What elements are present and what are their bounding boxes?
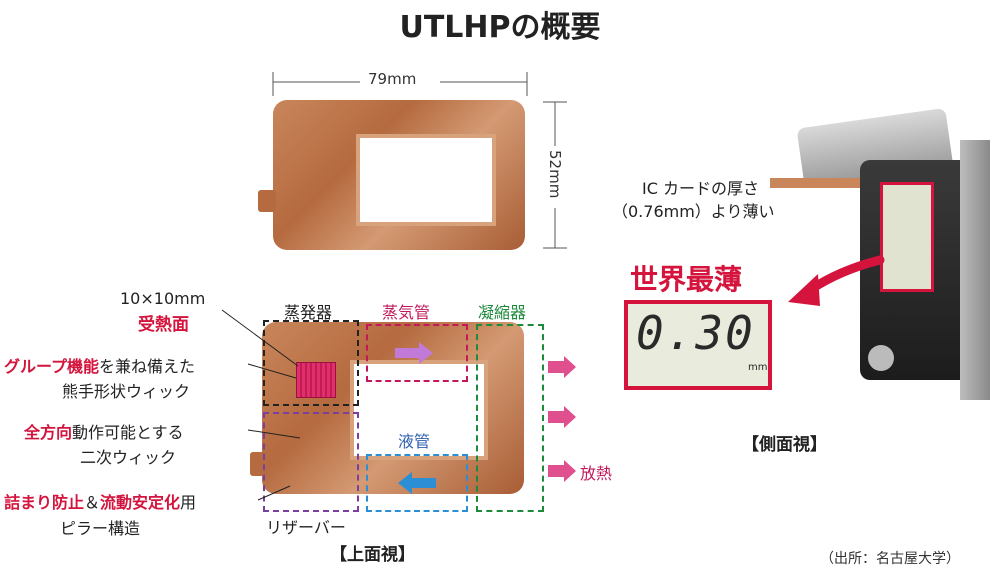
secondary-wick-line2: 二次ウィック <box>80 448 177 467</box>
display-unit: mm <box>748 362 768 373</box>
ic-card-note-line2: （0.76mm）より薄い <box>612 202 775 221</box>
height-label: 52mm <box>546 150 564 199</box>
reservoir-box <box>263 412 359 512</box>
pillar-red-1: 詰まり防止 <box>4 493 85 512</box>
enlarged-display <box>624 300 772 390</box>
vapor-pipe-box <box>366 324 468 382</box>
condenser-label: 凝縮器 <box>478 303 527 322</box>
page-title: UTLHPの概要 <box>399 10 601 45</box>
heat-receive-size: 10×10mm <box>120 289 206 308</box>
condenser-box <box>476 324 544 512</box>
heat-release-arrow-icon <box>548 460 576 482</box>
liquid-pipe-label: 液管 <box>398 432 431 451</box>
top-view-caption: 【上面視】 <box>330 545 415 565</box>
curved-arrow-icon <box>788 255 885 306</box>
liquid-pipe-box <box>366 454 468 512</box>
secondary-wick-rest: 動作可能とする <box>72 423 184 442</box>
ic-card-note-line1: IC カードの厚さ <box>642 179 759 198</box>
evaporator-box <box>263 320 359 406</box>
caliper-beam <box>960 140 990 400</box>
height-dimension-line <box>543 101 567 249</box>
reservoir-label: リザーバー <box>266 518 346 537</box>
evaporator-label: 蒸発器 <box>284 303 333 322</box>
heatpipe-edge <box>770 178 860 188</box>
vapor-flow-arrow-icon <box>395 342 433 364</box>
side-view-caption: 【側面視】 <box>742 435 827 455</box>
display-reading: 0.30 <box>636 306 755 360</box>
width-dimension-line <box>272 72 528 96</box>
pillar-rest: 用 <box>180 493 197 512</box>
wick-annotation-rest: を兼ね備えた <box>99 357 196 376</box>
liquid-flow-arrow-icon <box>398 472 436 494</box>
heat-release-arrow-icon <box>548 406 576 428</box>
pillar-red-2: 流動安定化 <box>100 493 181 512</box>
secondary-wick-red: 全方向 <box>24 423 73 442</box>
world-thinnest-label: 世界最薄 <box>630 263 743 296</box>
secondary-wick-line1: 全方向動作可能とする <box>24 419 184 443</box>
diagram-photo-tab <box>250 452 266 476</box>
pillar-annotation-line1: 詰まり防止＆流動安定化用 <box>4 489 196 513</box>
heat-release-label: 放熱 <box>580 464 613 483</box>
top-photo-window <box>356 134 496 226</box>
heat-receive-label: 受熱面 <box>138 315 189 335</box>
wick-annotation-line1: グループ機能を兼ね備えた <box>4 353 195 377</box>
top-photo-tab <box>258 190 276 212</box>
heat-receive-pad <box>296 362 336 398</box>
heat-release-arrow-icon <box>548 356 576 378</box>
credit: （出所：名古屋大学） <box>820 551 960 567</box>
caliper-thumbwheel <box>868 345 894 371</box>
vapor-pipe-label: 蒸気管 <box>382 303 431 322</box>
wick-annotation-line2: 熊手形状ウィック <box>62 382 191 401</box>
pillar-annotation-line2: ピラー構造 <box>60 519 141 538</box>
width-label: 79mm <box>368 70 417 88</box>
wick-annotation-red: グループ機能 <box>4 357 100 376</box>
caliper-display-highlight <box>880 182 934 292</box>
pillar-amp: ＆ <box>84 493 101 512</box>
